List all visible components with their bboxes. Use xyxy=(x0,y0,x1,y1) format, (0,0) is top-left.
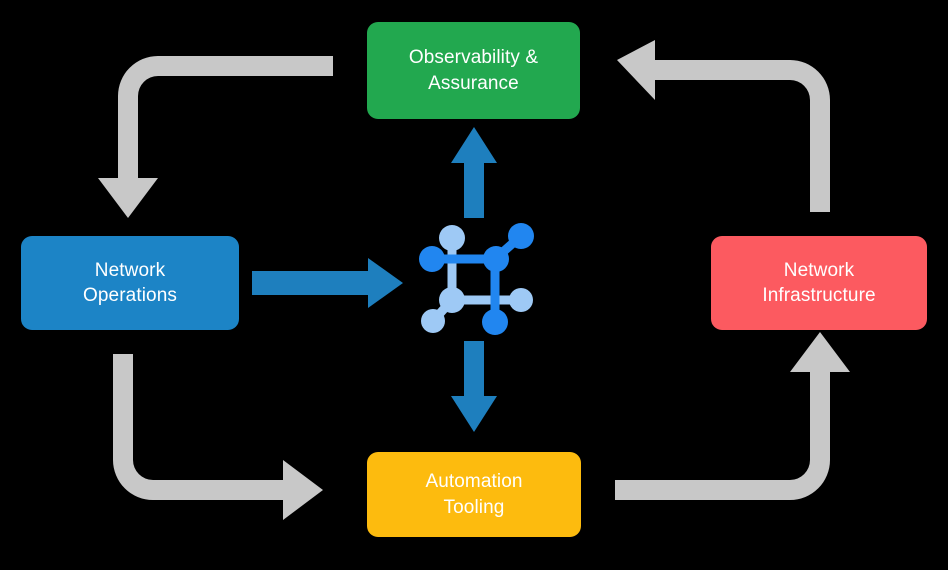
connector-operations-to-center xyxy=(252,258,403,308)
connector-center-to-observability xyxy=(451,127,497,218)
connector-center-to-automation xyxy=(451,341,497,432)
node-observability-assurance[interactable]: Observability & Assurance xyxy=(367,22,580,119)
node-network-infrastructure[interactable]: Network Infrastructure xyxy=(711,236,927,330)
node-automation-tooling[interactable]: Automation Tooling xyxy=(367,452,581,537)
topology-light-nodes xyxy=(421,225,533,333)
connector-infrastructure-to-observability xyxy=(617,40,830,212)
connector-operations-to-automation xyxy=(113,354,323,520)
topology-dark-nodes xyxy=(419,223,534,335)
node-network-operations[interactable]: Network Operations xyxy=(21,236,239,330)
connector-observability-to-operations xyxy=(98,56,333,218)
connector-automation-to-infrastructure xyxy=(615,332,850,500)
